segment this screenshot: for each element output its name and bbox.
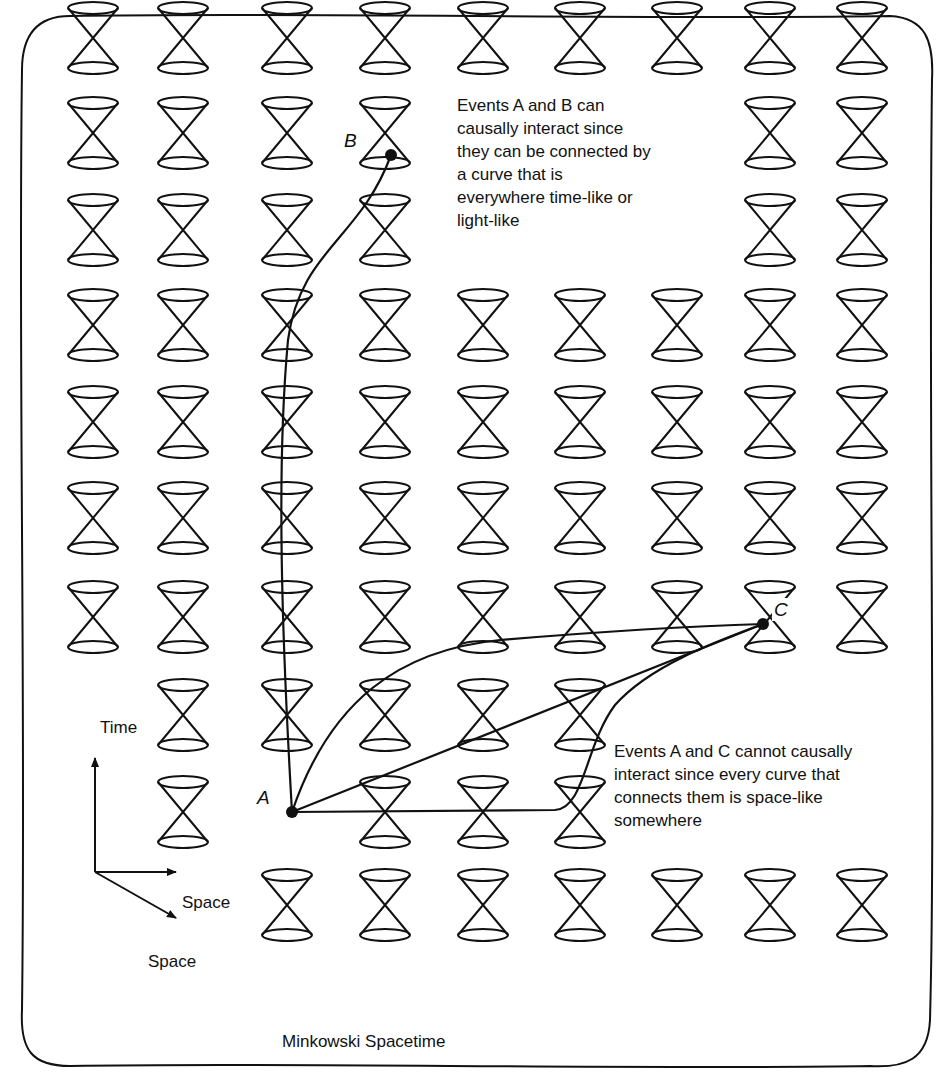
space-axis-arrow — [95, 872, 176, 918]
axis-label: Space — [148, 950, 196, 973]
axis-label: Space — [182, 891, 230, 914]
event-dot — [286, 806, 298, 818]
event-label: B — [342, 129, 359, 152]
event-dot — [385, 149, 397, 161]
note-text: Events A and B can causally interact sin… — [455, 94, 657, 232]
frame-title: Minkowski Spacetime — [282, 1030, 445, 1053]
time-axis-arrow — [94, 758, 96, 872]
worldline-a-b — [281, 155, 391, 812]
note-text: Events A and C cannot causally interact … — [612, 740, 856, 832]
frame-outline — [21, 15, 932, 1067]
light-cone-grid — [68, 2, 887, 941]
axis-label: Time — [100, 716, 137, 739]
event-label: A — [255, 786, 272, 809]
space-axis-arrow — [95, 871, 176, 873]
event-dot — [757, 618, 769, 630]
event-label: C — [772, 598, 790, 621]
